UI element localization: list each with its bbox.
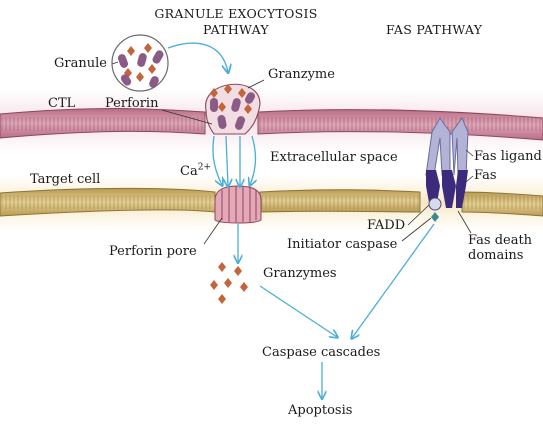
apoptosis-label: Apoptosis [288, 403, 353, 418]
granule-transport-arrow [167, 42, 228, 72]
calcium-label-charge: 2+ [197, 162, 211, 173]
ctl-label: CTL [48, 96, 76, 111]
calcium-label-base: Ca [180, 164, 198, 179]
fas-death-domains-label: Fas death domains [468, 233, 532, 263]
perforin-pore [214, 185, 262, 224]
secretion-arrows [212, 135, 256, 262]
perforin-pore-label: Perforin pore [109, 244, 197, 259]
fas-label: Fas [474, 168, 497, 183]
caspase-pathway-arrows [259, 223, 435, 398]
fas-pathway-title: FAS PATHWAY [386, 22, 483, 37]
caspase-cascades-label: Caspase cascades [262, 345, 381, 360]
granule-pathway-title-line1: GRANULE EXOCYTOSIS [154, 6, 318, 21]
granule-pathway-title-line2: PATHWAY [203, 22, 269, 37]
fas-ligand-complex [425, 116, 469, 176]
fas-death-domains-label-line1: Fas death [468, 233, 533, 248]
fadd-and-caspase [428, 197, 442, 222]
extracellular-space-label: Extracellular space [270, 150, 398, 165]
fas-ligand-label: Fas ligand [474, 149, 542, 164]
leader-lines [111, 61, 474, 245]
fusing-granule [205, 83, 261, 135]
granule [111, 34, 169, 92]
perforin-label: Perforin [105, 96, 159, 111]
granzyme-label: Granzyme [268, 67, 335, 82]
granule-label: Granule [54, 56, 107, 71]
target-cell-membrane [0, 187, 543, 217]
fas-death-domains-label-line2: domains [468, 248, 524, 263]
fadd-label: FADD [367, 218, 406, 233]
initiator-caspase-label: Initiator caspase [287, 237, 398, 252]
calcium-label: Ca2+ [180, 162, 211, 179]
granule-pathway-title: GRANULE EXOCYTOSIS PATHWAY [148, 6, 324, 38]
target-cell-label: Target cell [30, 172, 101, 187]
granzymes-label: Granzymes [263, 266, 337, 281]
ctl-membrane [0, 108, 543, 141]
granzymes-released [210, 262, 248, 304]
